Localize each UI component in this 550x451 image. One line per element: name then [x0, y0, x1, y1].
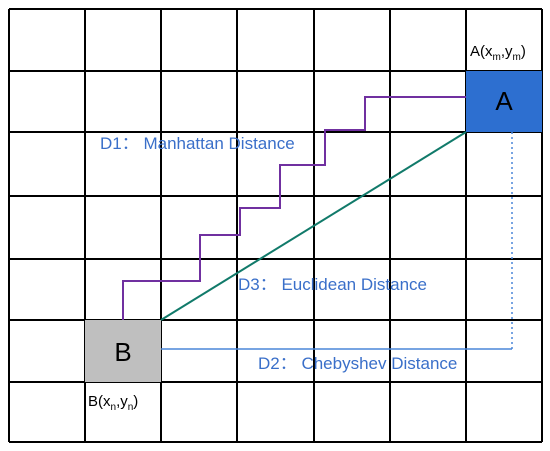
euclidean-distance-label: D3： Euclidean Distance	[238, 275, 427, 294]
chebyshev-distance-label: D2： Chebyshev Distance	[258, 354, 457, 373]
point-a-coordinates: A(xm,ym)	[470, 43, 526, 63]
euclidean-line	[160, 131, 467, 321]
manhattan-path	[122, 96, 466, 320]
manhattan-distance-label: D1： Manhattan Distance	[100, 134, 295, 153]
cell-b-label: B	[114, 337, 131, 367]
point-b-coordinates: B(xn,yn)	[88, 393, 138, 413]
cell-b	[85, 320, 161, 382]
cell-a-label: A	[495, 86, 513, 116]
cell-a	[466, 71, 542, 132]
